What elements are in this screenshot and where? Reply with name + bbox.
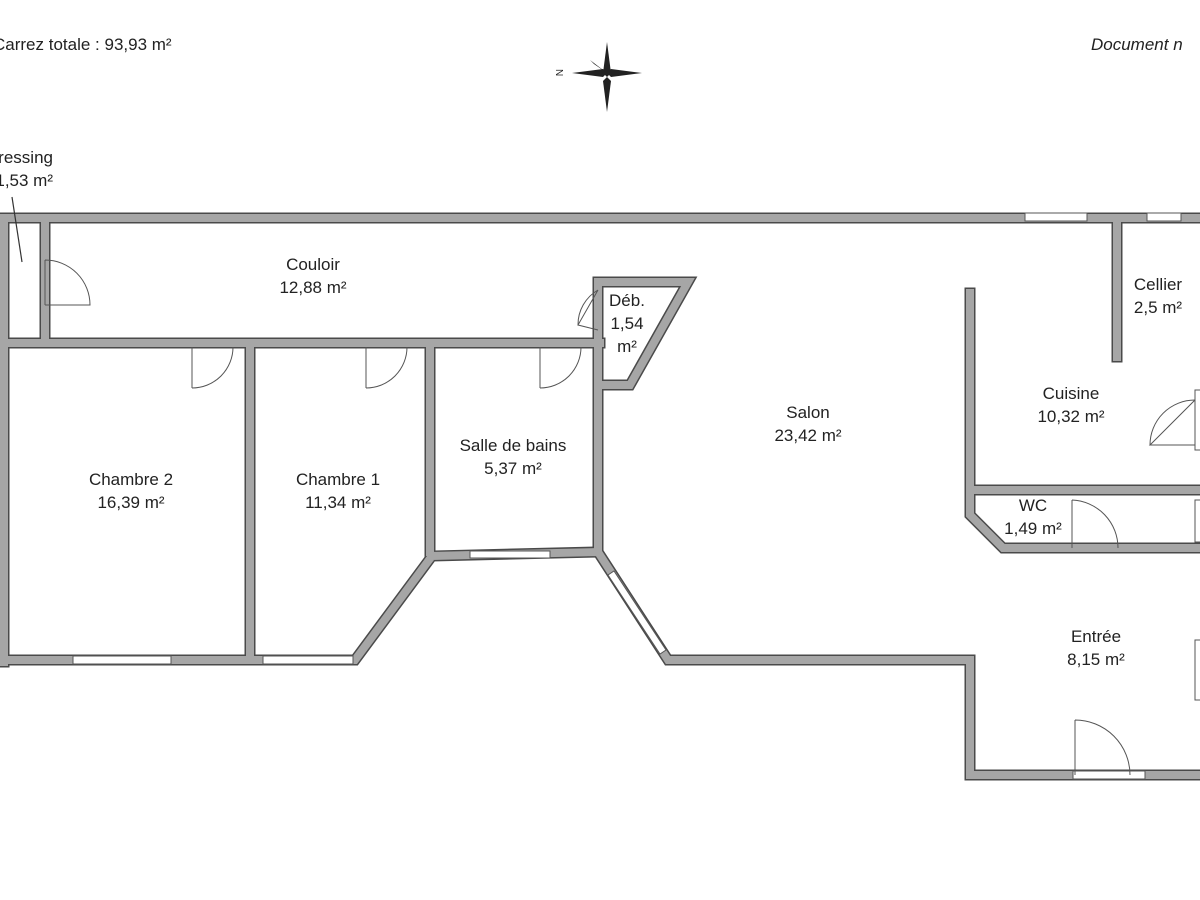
room-label-salle-de-bains: Salle de bains 5,37 m² — [438, 434, 588, 480]
room-name: Salon — [786, 403, 830, 422]
room-name: Couloir — [286, 255, 340, 274]
room-label-chambre-2: Chambre 2 16,39 m² — [71, 468, 191, 514]
dressing-leader-line — [11, 196, 23, 263]
room-area: 5,37 m² — [484, 459, 542, 478]
document-note: Document n — [1091, 35, 1183, 54]
room-area: 12,88 m² — [279, 278, 347, 297]
compass-icon: N — [553, 42, 642, 112]
windows — [72, 212, 1200, 780]
room-name: Entrée — [1070, 627, 1122, 646]
room-label-salon: Salon 23,42 m² — [758, 401, 858, 447]
room-area: 16,39 m² — [97, 493, 165, 512]
room-label-cuisine: Cuisine 10,32 m² — [1021, 382, 1121, 428]
room-area: 8,15 m² — [1067, 650, 1125, 669]
room-name: WC — [1018, 496, 1048, 515]
room-area: 10,32 m² — [1037, 407, 1105, 426]
compass-north-label: N — [553, 69, 564, 76]
room-label-chambre-1: Chambre 1 11,34 m² — [278, 468, 398, 514]
room-name: Cuisine — [1042, 384, 1100, 403]
room-label-dressing: Dressing 1,53 m² — [0, 146, 53, 192]
room-label-debarras: Déb. 1,54 m² — [599, 289, 655, 358]
room-area: 1,49 m² — [1004, 519, 1062, 538]
room-name: Chambre 1 — [295, 470, 381, 489]
room-area: 1,53 m² — [0, 171, 53, 190]
room-name: Salle de bains — [459, 436, 567, 455]
room-area-unit: m² — [617, 337, 637, 356]
doors — [44, 259, 1196, 776]
total-area-label: Carrez totale : 93,93 m² — [0, 35, 172, 54]
room-area: 23,42 m² — [774, 426, 842, 445]
room-label-cellier: Cellier 2,5 m² — [1120, 273, 1196, 319]
room-name: Déb. — [609, 291, 645, 310]
room-label-wc: WC 1,49 m² — [993, 494, 1073, 540]
room-area: 11,34 m² — [305, 493, 371, 512]
room-label-couloir: Couloir 12,88 m² — [263, 253, 363, 299]
room-name: Dressing — [0, 148, 53, 167]
room-area: 1,54 — [610, 314, 644, 333]
room-area: 2,5 m² — [1133, 298, 1183, 317]
room-name: Chambre 2 — [88, 470, 174, 489]
room-label-entree: Entrée 8,15 m² — [1046, 625, 1146, 671]
room-name: Cellier — [1133, 275, 1183, 294]
